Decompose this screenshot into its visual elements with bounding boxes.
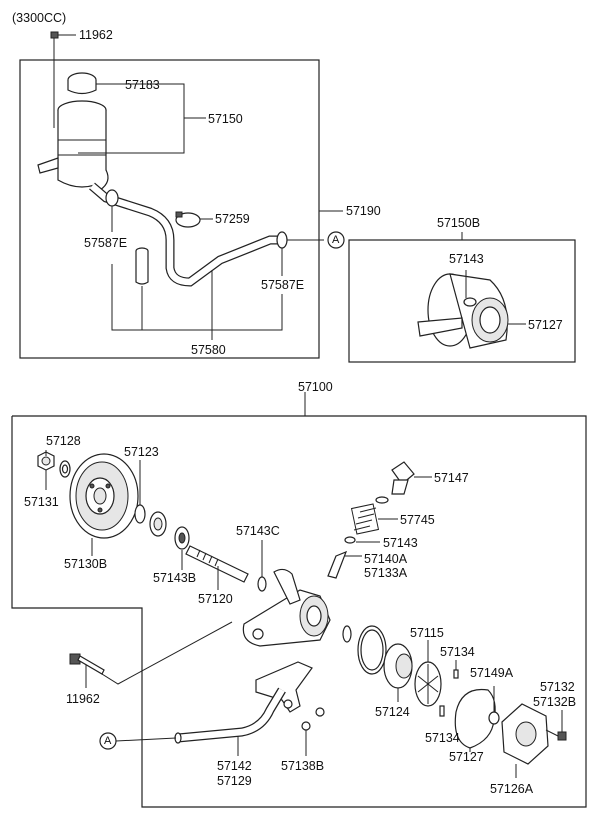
pulley-snap-part xyxy=(134,460,146,524)
label-tube-b: 57129 xyxy=(217,774,252,788)
connector-marker-top xyxy=(327,231,345,249)
label-shaft-ring: 57143C xyxy=(236,524,280,538)
label-hose: 57580 xyxy=(191,343,226,357)
side-plate-part xyxy=(383,643,413,702)
cam-ring-part xyxy=(357,625,387,675)
reservoir-group-frame xyxy=(19,59,320,359)
label-bolt-right-a: 57132 xyxy=(540,680,575,694)
pump-body-part xyxy=(242,568,331,647)
label-pulley-snap: 57123 xyxy=(124,445,159,459)
connector-oring-part xyxy=(375,496,389,504)
label-connector-oring: 57143 xyxy=(383,536,418,550)
clamp-right-part xyxy=(276,231,324,276)
label-pump-assy: 57150B xyxy=(437,216,481,230)
bracket-part xyxy=(255,661,325,756)
label-gasket: 57127 xyxy=(449,750,484,764)
connector-marker-bottom xyxy=(99,732,117,750)
bolt-left-part xyxy=(69,653,105,688)
label-hose-assy: 57190 xyxy=(346,204,381,218)
bolt-top-part xyxy=(50,31,76,128)
header-note: (3300CC) xyxy=(12,11,67,25)
label-cap: 57183 xyxy=(125,78,160,92)
hose-piece-part xyxy=(135,247,149,285)
tube-part xyxy=(115,687,286,756)
label-connector: 57147 xyxy=(434,471,469,485)
reservoir-body-part xyxy=(37,100,109,191)
label-bracket-bolt: 57138B xyxy=(281,759,325,773)
pin-top-part xyxy=(453,660,459,679)
oring-part xyxy=(342,625,352,643)
shaft-part xyxy=(185,545,249,590)
label-pin-right: 57149A xyxy=(470,666,514,680)
label-side-plate: 57124 xyxy=(375,705,410,719)
label-cover: 57126A xyxy=(490,782,534,796)
hose-bracket-line xyxy=(111,264,283,331)
valve-part xyxy=(327,536,380,579)
bearing-part xyxy=(149,511,167,537)
label-clamp: 57259 xyxy=(215,212,250,226)
seal-part xyxy=(174,526,190,570)
rotor-part xyxy=(414,640,442,707)
label-reservoir-assy: 57150 xyxy=(208,112,243,126)
label-spring: 57745 xyxy=(400,513,435,527)
label-nut: 57131 xyxy=(24,495,59,509)
label-bearing-left: 57128 xyxy=(46,434,81,448)
label-bolt-left: 11962 xyxy=(66,692,100,706)
label-clamp-left: 57587E xyxy=(84,236,128,250)
label-seal: 57143B xyxy=(153,571,197,585)
connector-part xyxy=(391,461,432,495)
spring-part xyxy=(350,503,398,535)
pulley-part xyxy=(69,453,139,556)
label-marker-bottom: A xyxy=(104,735,112,747)
label-bolt-top: 11962 xyxy=(79,28,113,42)
label-shaft: 57120 xyxy=(198,592,233,606)
label-cam-ring: 57115 xyxy=(410,626,444,640)
label-pin-top: 57134 xyxy=(440,645,475,659)
main-assembly-frame xyxy=(11,415,587,808)
shaft-ring-part xyxy=(257,540,267,592)
label-assy-number: 57100 xyxy=(298,380,333,394)
label-bolt-right-b: 57132B xyxy=(533,695,577,709)
label-pin-bottom: 57134 xyxy=(425,731,460,745)
pin-right-part xyxy=(488,686,500,725)
inset-pump-part xyxy=(417,270,526,349)
bolt-right-part xyxy=(545,710,567,741)
bolt-leader-line xyxy=(85,621,233,685)
label-inset-gasket: 57127 xyxy=(528,318,563,332)
clamp-left-part xyxy=(105,189,119,232)
label-valve-b: 57133A xyxy=(364,566,408,580)
label-inset-oring: 57143 xyxy=(449,252,484,266)
clamp-57259-part xyxy=(175,211,213,228)
pin-bottom-part xyxy=(439,705,445,717)
label-marker-top: A xyxy=(332,234,340,246)
cover-part xyxy=(501,703,549,778)
nut-part xyxy=(37,451,55,471)
bearing-left-part xyxy=(59,460,71,478)
label-tube-a: 57142 xyxy=(217,759,252,773)
label-pulley: 57130B xyxy=(64,557,108,571)
reservoir-cap-part xyxy=(67,72,122,95)
label-clamp-right: 57587E xyxy=(261,278,305,292)
label-valve-a: 57140A xyxy=(364,552,408,566)
